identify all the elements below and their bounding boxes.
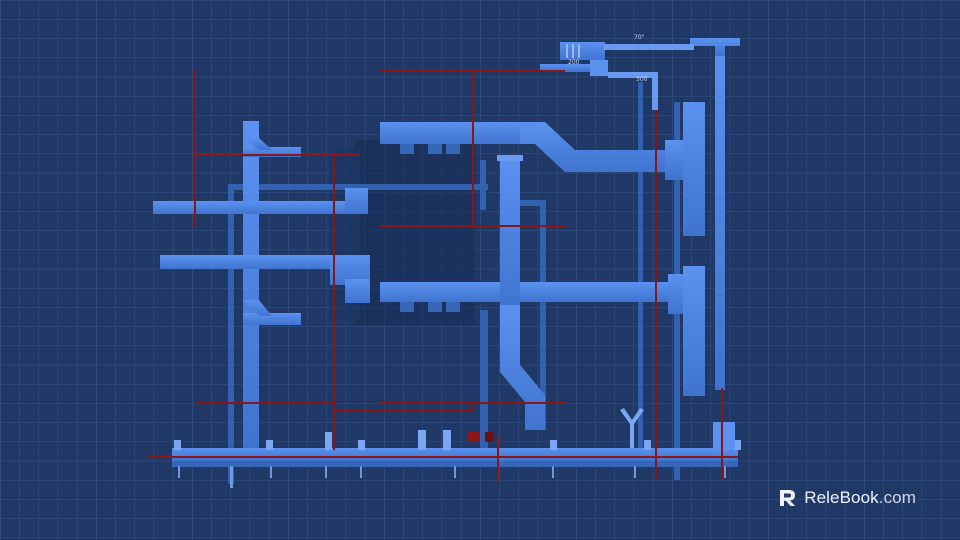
conduit-top bbox=[228, 184, 488, 190]
top-duct-bend bbox=[520, 122, 670, 172]
conduit-down bbox=[480, 310, 488, 450]
middle-duct bbox=[380, 266, 705, 396]
top-flange bbox=[683, 102, 705, 236]
branches bbox=[153, 188, 370, 303]
y-fitting bbox=[620, 408, 644, 448]
right-supply bbox=[540, 38, 740, 390]
top-duct bbox=[380, 102, 705, 236]
watermark: ReleBook.com bbox=[778, 488, 916, 508]
conduit-left bbox=[228, 184, 234, 484]
dimension-label-top: 70° bbox=[634, 34, 645, 41]
brand-domain: .com bbox=[878, 488, 916, 507]
riser-bend bbox=[500, 305, 545, 430]
red-valve-marker bbox=[467, 432, 479, 442]
top-manifold bbox=[560, 42, 605, 60]
dimension-label-middle: 200 bbox=[568, 59, 580, 66]
left-stub-top bbox=[243, 147, 301, 157]
bottom-right-valve bbox=[713, 422, 735, 450]
central-riser bbox=[497, 155, 545, 430]
top-duct-straight bbox=[380, 122, 530, 144]
middle-duct-straight bbox=[380, 282, 680, 302]
relebook-logo-icon bbox=[780, 490, 796, 506]
left-vertical-pipe bbox=[243, 121, 259, 451]
conduit-mid bbox=[540, 200, 546, 430]
bottom-main-pipe bbox=[172, 448, 738, 461]
riser-upper bbox=[500, 155, 520, 310]
middle-flange bbox=[683, 266, 705, 396]
right-supply-pipe bbox=[715, 40, 725, 390]
top-inlet-pipe bbox=[540, 64, 595, 72]
dimension-label-lower: 300 bbox=[636, 76, 648, 83]
brand-name: ReleBook bbox=[804, 488, 879, 507]
left-stub-bottom bbox=[243, 313, 301, 325]
conduit-vertical-1 bbox=[638, 82, 643, 452]
watermark-text: ReleBook.com bbox=[804, 488, 916, 508]
branch-upper bbox=[153, 201, 368, 214]
branch-lower bbox=[160, 255, 345, 269]
red-routing-lines bbox=[148, 70, 738, 482]
